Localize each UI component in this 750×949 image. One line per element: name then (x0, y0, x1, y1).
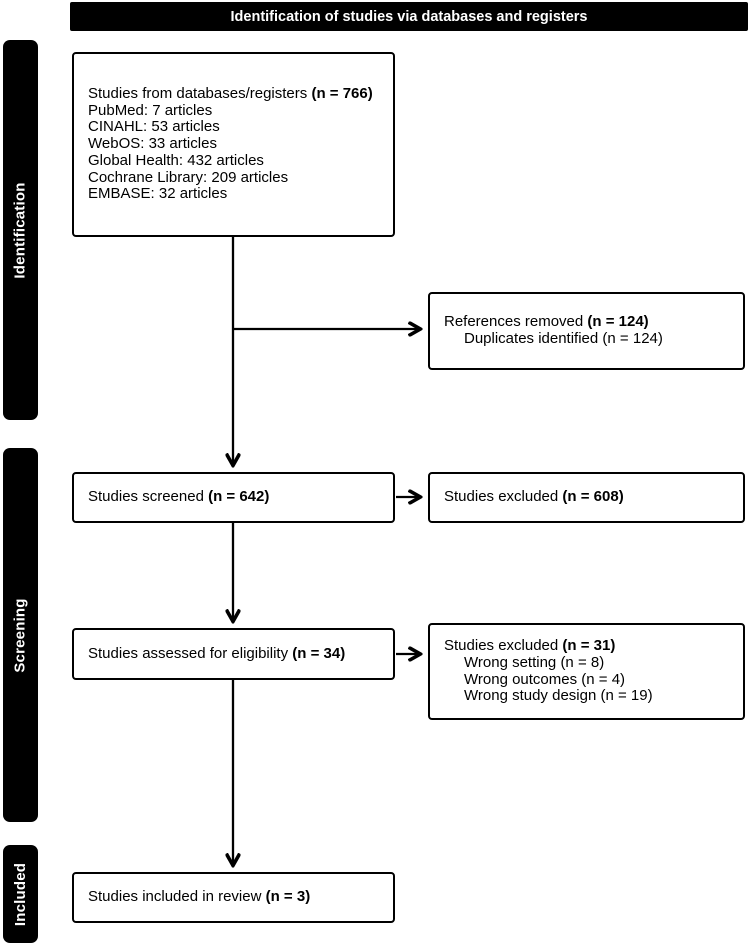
box-studies-assessed-eligibility: Studies assessed for eligibility (n = 34… (72, 628, 395, 680)
line-text: Wrong study design (n = 19) (464, 687, 653, 705)
stage-bar-screening: Screening (3, 448, 38, 822)
line-text: Duplicates identified (n = 124) (464, 330, 663, 347)
line-count: (n = 3) (265, 888, 311, 906)
box-studies-excluded-eligibility: Studies excluded (n = 31) Wrong setting … (428, 623, 745, 720)
line-text: Studies from databases/registers (88, 84, 312, 102)
stage-label-screening: Screening (12, 597, 30, 673)
line-count: (n = 766) (311, 84, 373, 102)
line-text: References removed (444, 313, 588, 331)
line-text: PubMed: 7 articles (88, 101, 213, 119)
stage-bar-included: Included (3, 845, 38, 943)
banner-title: Identification of studies via databases … (230, 8, 588, 25)
box-line: Wrong setting (n = 8) (444, 653, 733, 672)
box-references-removed: References removed (n = 124) Duplicates … (428, 292, 745, 370)
box-line: Wrong study design (n = 19) (444, 687, 733, 705)
line-text: WebOS: 33 articles (88, 135, 217, 153)
box-line: Studies from databases/registers (n = 76… (88, 84, 383, 103)
line-text: Studies assessed for eligibility (88, 644, 293, 662)
line-text: CINAHL: 53 articles (88, 118, 220, 136)
line-count: (n = 31) (562, 636, 616, 654)
box-line: CINAHL: 53 articles (88, 118, 383, 136)
line-count: (n = 34) (292, 644, 346, 662)
stage-bar-identification: Identification (3, 40, 38, 420)
line-text: Cochrane Library: 209 articles (88, 168, 289, 186)
line-text: EMBASE: 32 articles (88, 185, 228, 203)
line-count: (n = 608) (562, 488, 624, 506)
box-line: Studies included in review (n = 3) (88, 888, 383, 906)
stage-label-included: Included (12, 862, 29, 926)
box-line: Cochrane Library: 209 articles (88, 168, 383, 187)
line-text: Studies screened (88, 488, 209, 506)
box-line: Studies screened (n = 642) (88, 488, 383, 506)
box-line: Duplicates identified (n = 124) (444, 330, 733, 348)
box-studies-excluded-screening: Studies excluded (n = 608) (428, 472, 745, 523)
box-line: Global Health: 432 articles (88, 151, 383, 170)
box-databases-registers: Studies from databases/registers (n = 76… (72, 52, 395, 237)
line-text: Wrong setting (n = 8) (464, 653, 605, 671)
line-text: Studies included in review (88, 888, 266, 906)
box-line: EMBASE: 32 articles (88, 186, 383, 203)
box-line: Studies assessed for eligibility (n = 34… (88, 644, 383, 663)
line-count: (n = 642) (208, 488, 270, 506)
box-line: Studies excluded (n = 31) (444, 636, 733, 655)
box-studies-included-review: Studies included in review (n = 3) (72, 872, 395, 923)
line-text: Global Health: 432 articles (88, 151, 264, 169)
box-line: References removed (n = 124) (444, 313, 733, 331)
line-count: (n = 124) (587, 313, 649, 331)
box-line: PubMed: 7 articles (88, 101, 383, 120)
line-text: Studies excluded (444, 636, 563, 654)
box-line: Studies excluded (n = 608) (444, 488, 733, 506)
banner-identification-via-databases: Identification of studies via databases … (70, 2, 748, 31)
box-line: WebOS: 33 articles (88, 135, 383, 153)
line-text: Studies excluded (444, 488, 563, 506)
stage-label-identification: Identification (12, 181, 30, 279)
box-line: Wrong outcomes (n = 4) (444, 670, 733, 689)
line-text: Wrong outcomes (n = 4) (464, 670, 626, 688)
box-studies-screened: Studies screened (n = 642) (72, 472, 395, 523)
